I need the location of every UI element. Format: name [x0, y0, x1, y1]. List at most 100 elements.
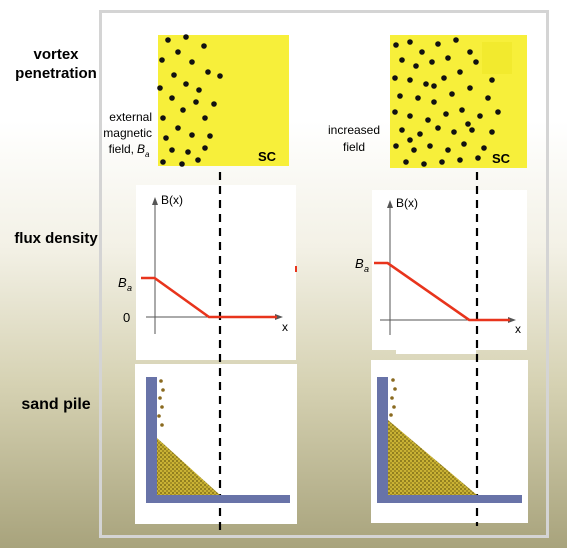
vortex-dot	[160, 115, 166, 121]
vortex-dot	[431, 99, 437, 105]
sand-grain	[391, 378, 395, 382]
flux-plot-left-bg	[136, 185, 296, 360]
vortex-dot	[201, 43, 207, 49]
field-label-left-line3: field,	[109, 142, 134, 156]
vortex-dot	[459, 107, 465, 113]
vortex-dot	[195, 157, 201, 163]
sand-grain	[389, 413, 393, 417]
ytick-ba-left: B	[118, 275, 127, 290]
vortex-dot	[489, 77, 495, 83]
vortex-dot	[443, 111, 449, 117]
vortex-dot	[399, 57, 405, 63]
sand-grain	[393, 387, 397, 391]
vortex-dot	[457, 157, 463, 163]
field-label-left-symbol: B	[137, 142, 145, 156]
flux-density-line-left	[141, 276, 277, 319]
vortex-dot	[431, 83, 437, 89]
vortex-dot	[417, 131, 423, 137]
vortex-dot	[495, 109, 501, 115]
vortex-dot	[473, 59, 479, 65]
falling-grains-left	[157, 379, 165, 427]
vortices-right	[392, 37, 501, 167]
vortex-dot	[159, 57, 165, 63]
vortex-dot	[183, 81, 189, 87]
sand-grain	[161, 388, 165, 392]
vortex-dot	[202, 115, 208, 121]
vortex-dot	[439, 159, 445, 165]
vortex-dot	[413, 63, 419, 69]
vortex-dot	[165, 37, 171, 43]
vortex-dot	[397, 93, 403, 99]
wall-left-vertical	[146, 377, 157, 503]
vortex-dot	[457, 69, 463, 75]
vortex-dot	[445, 55, 451, 61]
vortex-dot	[451, 129, 457, 135]
field-label-left-subscript: a	[145, 150, 150, 159]
vortex-dot	[429, 59, 435, 65]
vortex-dot	[407, 137, 413, 143]
vortex-dot	[189, 132, 195, 138]
vortex-dot	[393, 42, 399, 48]
vortex-dot	[211, 101, 217, 107]
vortex-dot	[202, 145, 208, 151]
vortex-dot	[180, 107, 186, 113]
wall-right-floor	[377, 495, 522, 503]
vortex-dot	[425, 117, 431, 123]
vortex-dot	[185, 149, 191, 155]
vortex-dot	[467, 85, 473, 91]
x-axis-arrow-right	[508, 317, 516, 323]
vortex-dot	[163, 135, 169, 141]
vortex-dot	[193, 99, 199, 105]
vortex-dot	[423, 81, 429, 87]
ylabel-left: B(x)	[161, 193, 183, 207]
sand-pile-left	[157, 438, 220, 495]
row-label-sand-pile: sand pile	[21, 396, 91, 413]
vortex-dot	[403, 159, 409, 165]
sc-label-right: SC	[492, 151, 511, 166]
vortex-dot	[411, 147, 417, 153]
vortex-dot	[196, 87, 202, 93]
sand-grain	[392, 405, 396, 409]
ytick-ba-sub-left: a	[127, 283, 132, 293]
row-label-flux-density: flux density	[14, 230, 98, 247]
vortex-dot	[467, 49, 473, 55]
flux-plot-right-bg	[372, 190, 527, 350]
field-label-right-line1: increased	[328, 123, 380, 137]
vortex-dot	[171, 72, 177, 78]
vortex-dot	[477, 113, 483, 119]
superconductor-left	[158, 35, 289, 166]
vortex-dot	[205, 69, 211, 75]
vortex-dot	[481, 145, 487, 151]
sand-grain	[158, 396, 162, 400]
vortex-dot	[485, 95, 491, 101]
sand-grain	[390, 396, 394, 400]
vortex-dot	[175, 125, 181, 131]
vortex-dot	[183, 34, 189, 40]
sand-grain	[159, 379, 163, 383]
field-label-left-line1: external	[109, 110, 152, 124]
vortex-dot	[421, 161, 427, 167]
sc-label-left: SC	[258, 149, 277, 164]
vortex-dot	[392, 75, 398, 81]
vortex-dot	[207, 133, 213, 139]
ytick-zero-left: 0	[123, 310, 130, 325]
sand-grain	[160, 423, 164, 427]
vortex-dot	[449, 91, 455, 97]
xlabel-left: x	[282, 320, 288, 334]
row-label-vortex-line2: penetration	[15, 65, 97, 82]
vortex-dot	[399, 127, 405, 133]
x-axis-arrow-left	[275, 314, 283, 320]
vortex-dot	[169, 147, 175, 153]
field-label-right-line2: field	[343, 140, 365, 154]
superconductor-right-highlight	[482, 42, 512, 74]
row-label-vortex-line1: vortex	[33, 46, 79, 63]
vortex-dot	[407, 113, 413, 119]
sand-grain	[157, 414, 161, 418]
vortex-dot	[453, 37, 459, 43]
xlabel-right: x	[515, 322, 521, 336]
field-label-left-line2: magnetic	[103, 126, 152, 140]
vortex-dot	[189, 59, 195, 65]
vortex-dot	[169, 95, 175, 101]
vortex-dot	[445, 147, 451, 153]
vortex-dot	[435, 125, 441, 131]
